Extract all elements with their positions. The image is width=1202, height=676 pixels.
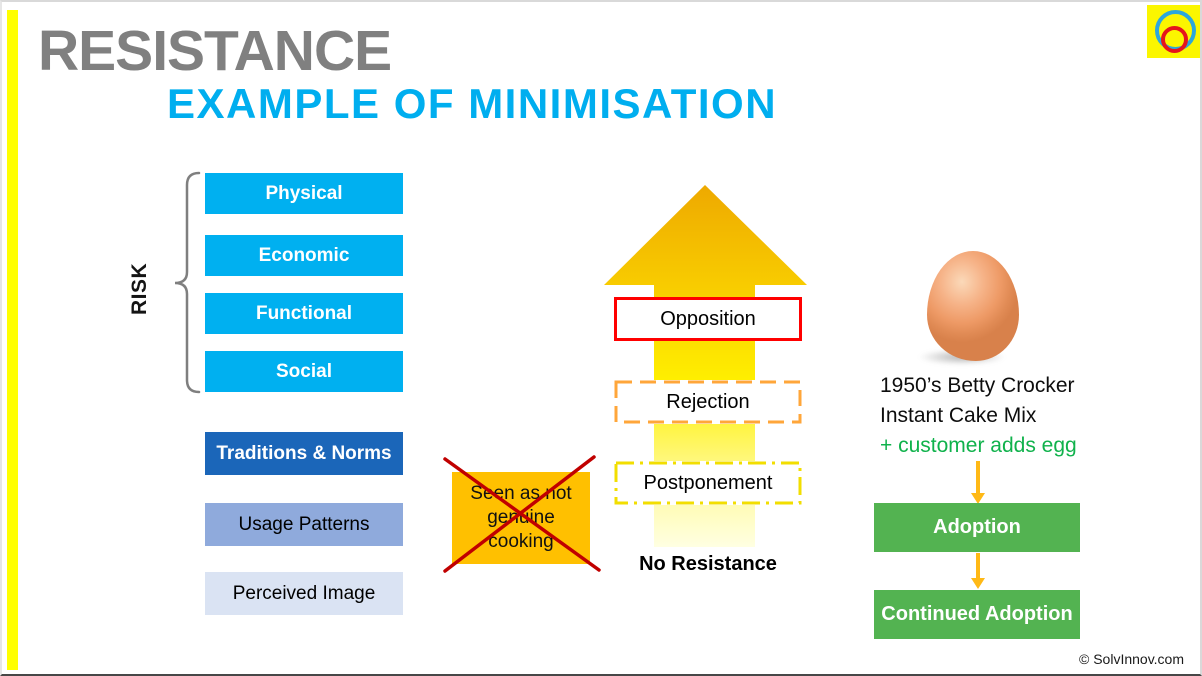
risk-box-label: Economic	[258, 244, 350, 266]
case-study-line2: Instant Cake Mix	[880, 404, 1037, 427]
risk-box-functional: Functional	[205, 293, 403, 334]
case-study-line1: 1950’s Betty Crocker	[880, 374, 1075, 397]
up-arrow-shape	[604, 185, 807, 547]
crossed-note-text: Seen as not genuine cooking	[470, 482, 572, 553]
risk-box-label: Physical	[265, 182, 343, 204]
stage-label: Opposition	[660, 307, 756, 330]
no-resistance-label: No Resistance	[639, 553, 777, 575]
copyright-text: © SolvInnov.com	[1079, 651, 1184, 667]
down-arrow-icon	[971, 461, 985, 504]
page-subtitle: EXAMPLE OF MINIMISATION	[167, 80, 778, 127]
factor-box-traditions-norms: Traditions & Norms	[205, 432, 403, 475]
case-study-highlight: + customer adds egg	[880, 434, 1077, 457]
factor-box-usage-patterns: Usage Patterns	[205, 503, 403, 546]
factor-label: Usage Patterns	[238, 513, 370, 535]
egg-image	[927, 251, 1019, 361]
stage-label: Postponement	[643, 471, 773, 494]
down-arrow-icon	[971, 553, 985, 589]
dashed-border-icon	[614, 380, 802, 424]
factor-label: Traditions & Norms	[216, 442, 392, 464]
risk-brace-icon	[174, 171, 201, 394]
factor-label: Perceived Image	[232, 582, 376, 604]
page-title: RESISTANCE	[38, 19, 392, 83]
dash-dot-border-icon	[614, 461, 802, 505]
stage-box-rejection: Rejection	[614, 380, 802, 424]
step-box-adoption: Adoption	[874, 503, 1080, 552]
stage-label: Rejection	[666, 390, 750, 413]
brand-logo-icon	[1147, 5, 1200, 58]
risk-axis-label: RISK	[128, 262, 151, 315]
risk-box-label: Functional	[255, 302, 353, 324]
step-label: Continued Adoption	[881, 603, 1073, 625]
factor-box-perceived-image: Perceived Image	[205, 572, 403, 615]
risk-box-physical: Physical	[205, 173, 403, 214]
stage-box-opposition: Opposition	[614, 297, 802, 341]
step-box-continued-adoption: Continued Adoption	[874, 590, 1080, 639]
risk-box-economic: Economic	[205, 235, 403, 276]
stage-box-postponement: Postponement	[614, 461, 802, 505]
risk-box-label: Social	[276, 360, 332, 382]
risk-box-social: Social	[205, 351, 403, 392]
red-cross-icon	[443, 455, 601, 573]
logo-inner-circle-icon	[1161, 26, 1188, 53]
step-label: Adoption	[933, 516, 1021, 538]
accent-bar	[7, 10, 18, 670]
